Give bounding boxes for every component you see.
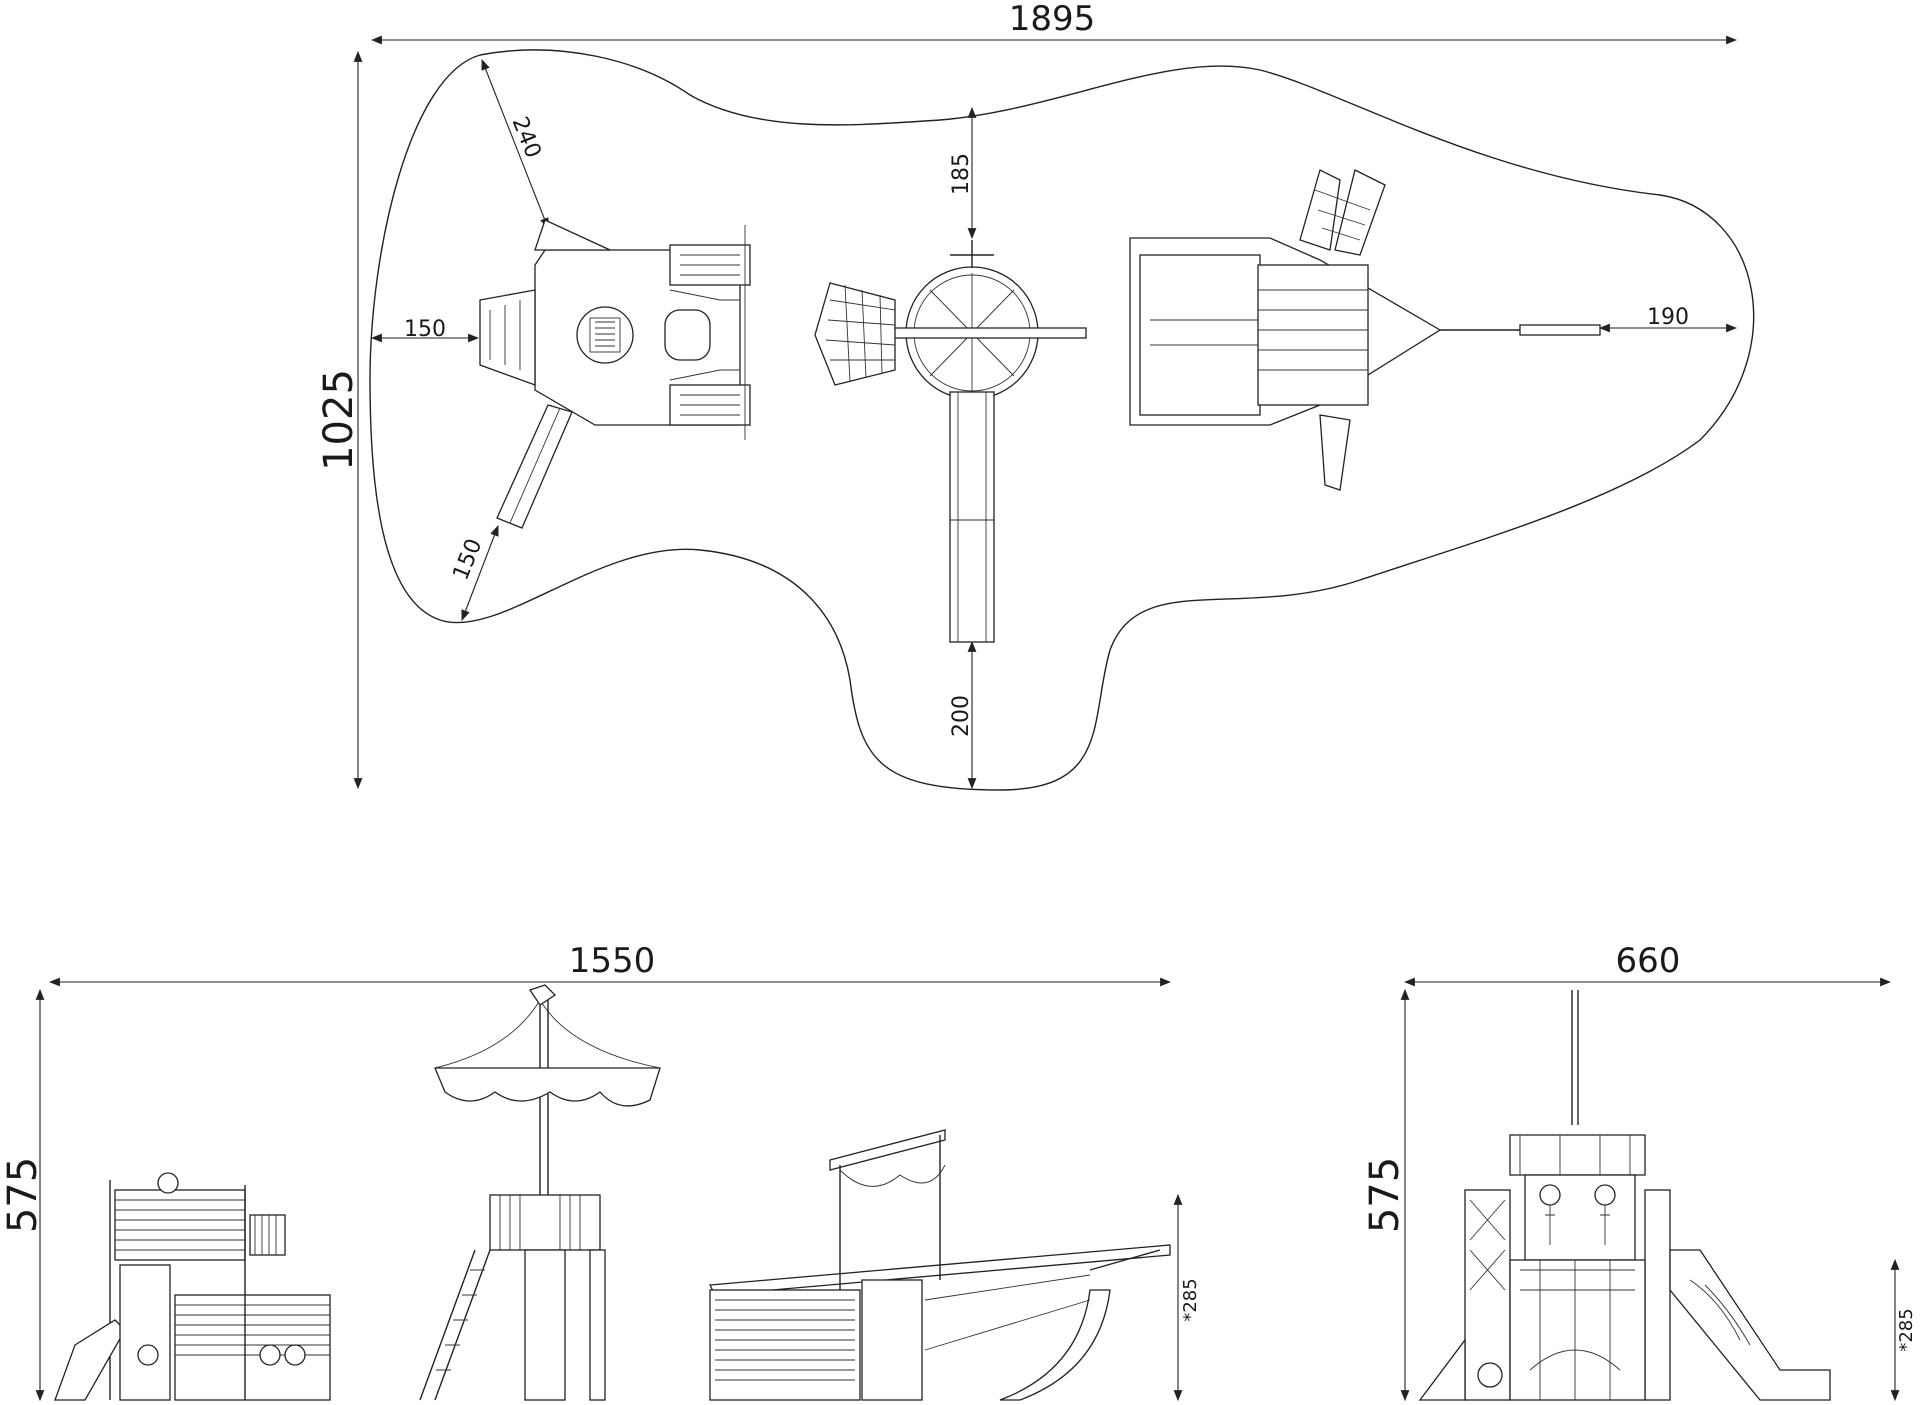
stern-tower-plan	[479, 219, 751, 529]
mast-plan	[814, 240, 1087, 643]
front-structure	[1418, 990, 1831, 1401]
dim-front-platform-height: *285	[1896, 1308, 1917, 1351]
dim-bottom-left-clearance: 150	[449, 535, 488, 583]
dim-left-clearance: 150	[404, 317, 446, 342]
dim-side-platform-height: *285	[1180, 1278, 1201, 1321]
dim-line-top-left	[481, 58, 549, 230]
dim-side-height: 575	[0, 1157, 46, 1233]
side-elevation: 1550 575 *285	[0, 941, 1201, 1402]
dim-front-height: 575	[1362, 1157, 1408, 1233]
safety-zone-outline	[369, 49, 1755, 791]
front-elevation: 660 575 *285	[1362, 941, 1917, 1402]
dim-top-center-clearance: 185	[949, 153, 974, 195]
mast-side	[419, 984, 661, 1401]
dim-bottom-center-clearance: 200	[949, 695, 974, 737]
stern-tower-side	[54, 1172, 331, 1401]
bow-plan	[1129, 169, 1601, 491]
dim-front-width: 660	[1616, 941, 1681, 981]
bow-side	[708, 1129, 1171, 1401]
dim-overall-width: 1895	[1009, 0, 1096, 39]
dim-right-clearance: 190	[1647, 305, 1689, 330]
dim-side-width: 1550	[569, 941, 656, 981]
dim-overall-height: 1025	[316, 369, 362, 471]
dim-line-bottom-left	[461, 524, 499, 622]
plan-view: 1895 1025 240 150 150 185 200 190	[316, 0, 1755, 791]
